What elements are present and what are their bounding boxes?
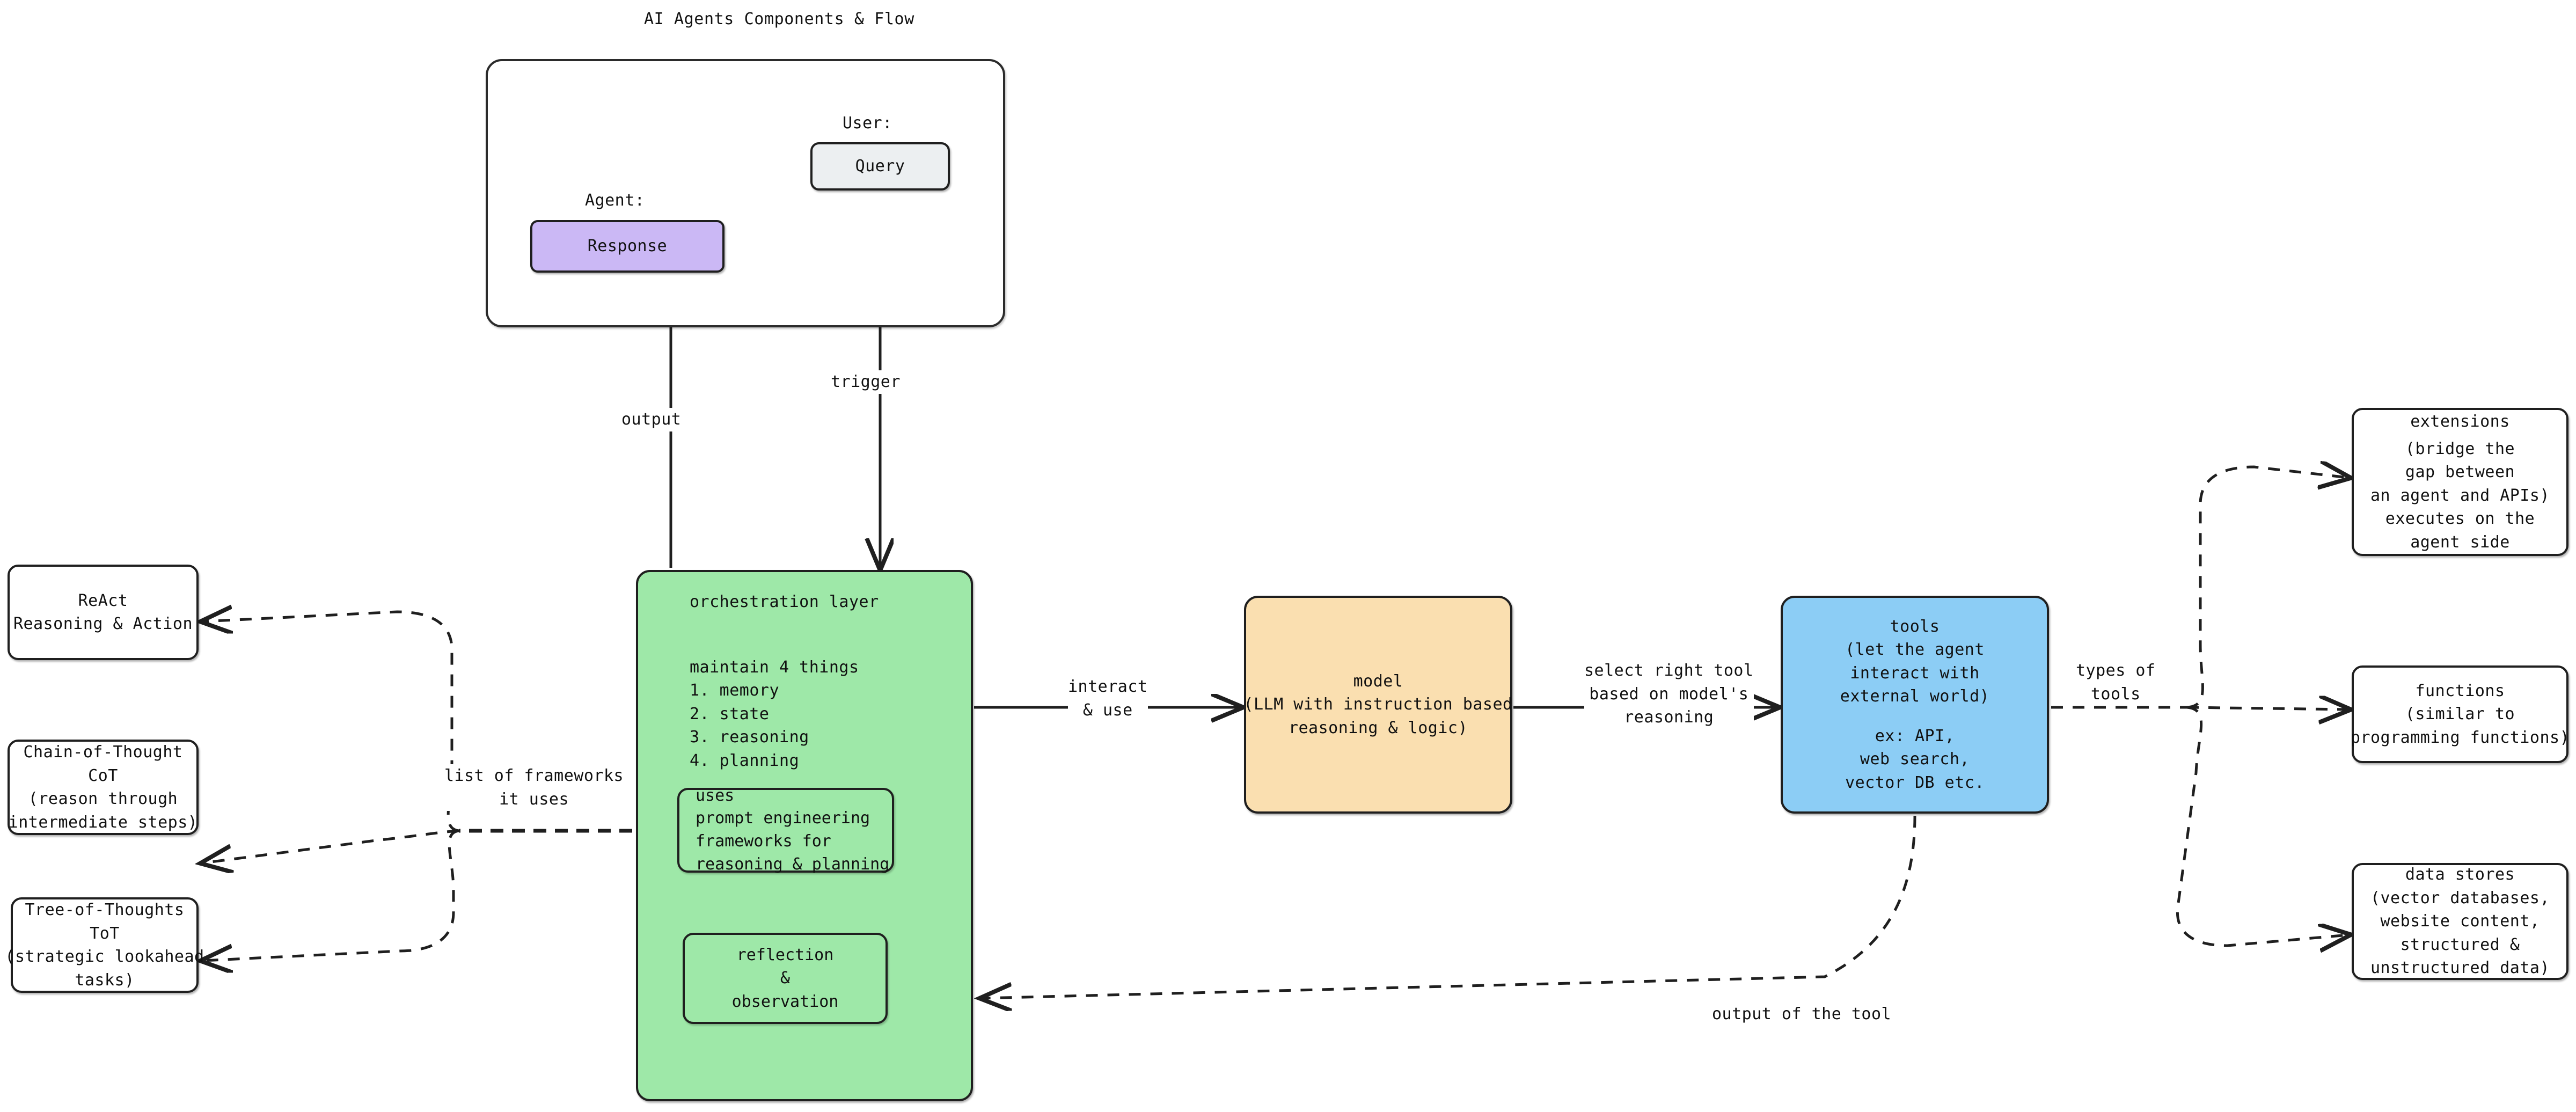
functions-line-3: programming functions) — [2350, 728, 2570, 747]
node-react[interactable]: ReAct Reasoning & Action — [8, 565, 199, 660]
node-query[interactable]: Query — [810, 142, 950, 191]
node-tools[interactable]: tools (let the agent interact with exter… — [1781, 596, 2049, 814]
edge-label-select-right-tool: select right tool based on model's reaso… — [1584, 659, 1754, 729]
cot-line-2: CoT — [88, 766, 118, 785]
orchestration-item-state: 2. state — [690, 704, 770, 723]
tools-line-6: web search, — [1860, 750, 1970, 769]
node-reflection-observation[interactable]: reflection & observation — [683, 933, 888, 1024]
orchestration-item-planning: 4. planning — [690, 751, 800, 770]
cot-line-4: intermediate steps) — [8, 813, 198, 832]
node-functions[interactable]: functions (similar to programming functi… — [2350, 665, 2570, 763]
diagram-title: AI Agents Components & Flow — [644, 10, 914, 28]
datastores-line-5: unstructured data) — [2370, 959, 2550, 978]
tools-line-2: (let the agent — [1845, 640, 1985, 660]
extensions-line-4: an agent and APIs) — [2370, 486, 2550, 505]
tot-line-4: tasks) — [75, 970, 135, 990]
tot-line-3: (strategic lookahead — [5, 947, 204, 966]
model-line-3: reasoning & logic) — [1288, 718, 1468, 737]
edge-frameworks-to-tot — [203, 829, 459, 961]
extensions-line-2: (bridge the — [2405, 439, 2515, 458]
extensions-line-3: gap between — [2405, 463, 2515, 481]
react-line-1: ReAct — [78, 591, 128, 610]
cot-line-1: Chain-of-Thought — [23, 743, 183, 762]
edge-output-of-the-tool — [982, 815, 1916, 998]
functions-line-2: (similar to — [2405, 705, 2515, 724]
extensions-line-5: executes on the — [2385, 509, 2535, 528]
uses-line-3: frameworks for — [696, 832, 831, 851]
user-caption: User: — [843, 114, 892, 133]
datastores-line-3: website content, — [2380, 912, 2540, 931]
node-response[interactable]: Response — [530, 220, 724, 273]
cot-line-3: (reason through — [28, 789, 178, 808]
orchestration-item-reasoning: 3. reasoning — [690, 728, 809, 747]
edge-tools-to-functions — [2186, 707, 2348, 709]
uses-line-1: uses — [696, 786, 735, 805]
tools-line-4: external world) — [1840, 687, 1990, 706]
tools-line-5: ex: API, — [1875, 726, 1955, 745]
tot-line-1: Tree-of-Thoughts — [25, 901, 185, 919]
edge-label-types-of-tools: types of tools — [2076, 659, 2156, 706]
extensions-line-1: extensions — [2410, 412, 2510, 431]
node-chain-of-thought[interactable]: Chain-of-Thought CoT (reason through int… — [8, 740, 199, 835]
react-line-2: Reasoning & Action — [13, 614, 193, 633]
node-orchestration-layer[interactable]: orchestration layer maintain 4 things 1.… — [636, 570, 973, 1101]
reflection-line-2: & — [780, 969, 791, 988]
agent-caption: Agent: — [585, 191, 645, 210]
functions-line-1: functions — [2415, 681, 2505, 700]
edge-tools-to-datastores — [2176, 706, 2348, 946]
uses-line-4: reasoning & planning — [696, 854, 890, 874]
edge-frameworks-to-react — [203, 612, 459, 832]
model-line-1: model — [1353, 671, 1403, 691]
uses-line-2: prompt engineering — [696, 809, 870, 828]
datastores-line-2: (vector databases, — [2370, 888, 2550, 908]
user-agent-frame — [486, 59, 1005, 327]
node-uses-prompt-engineering[interactable]: uses prompt engineering frameworks for r… — [677, 786, 894, 874]
reflection-line-3: observation — [731, 992, 839, 1011]
tot-line-2: ToT — [90, 924, 120, 943]
node-query-label: Query — [855, 157, 905, 176]
node-extensions[interactable]: extensions (bridge the gap between an ag… — [2352, 408, 2568, 556]
node-tree-of-thoughts[interactable]: Tree-of-Thoughts ToT (strategic lookahea… — [5, 897, 204, 993]
node-response-label: Response — [587, 237, 668, 256]
node-data-stores[interactable]: data stores (vector databases, website c… — [2352, 863, 2568, 980]
edge-frameworks-to-cot — [203, 829, 459, 863]
edge-label-list-of-frameworks: list of frameworks it uses — [444, 764, 624, 811]
orchestration-list: maintain 4 things 1. memory 2. state 3. … — [638, 656, 971, 773]
edge-tools-to-extensions — [2186, 467, 2348, 709]
tools-line-1: tools — [1890, 617, 1940, 636]
edge-label-output-of-the-tool: output of the tool — [1712, 1003, 1892, 1026]
orchestration-item-memory: 1. memory — [690, 681, 780, 700]
edge-label-interact-use: interact & use — [1068, 675, 1148, 722]
datastores-line-1: data stores — [2405, 865, 2515, 884]
datastores-line-4: structured & — [2400, 935, 2520, 954]
extensions-line-6: agent side — [2410, 532, 2510, 552]
tools-line-7: vector DB etc. — [1845, 773, 1985, 792]
node-model[interactable]: model (LLM with instruction based reason… — [1243, 596, 1513, 814]
tools-line-3: interact with — [1850, 663, 1980, 683]
orchestration-list-title: maintain 4 things — [690, 657, 859, 677]
orchestration-heading: orchestration layer — [690, 592, 879, 611]
edge-label-output: output — [621, 408, 682, 431]
reflection-line-1: reflection — [736, 945, 834, 964]
model-line-2: (LLM with instruction based — [1243, 695, 1513, 714]
edge-label-trigger: trigger — [831, 370, 901, 394]
